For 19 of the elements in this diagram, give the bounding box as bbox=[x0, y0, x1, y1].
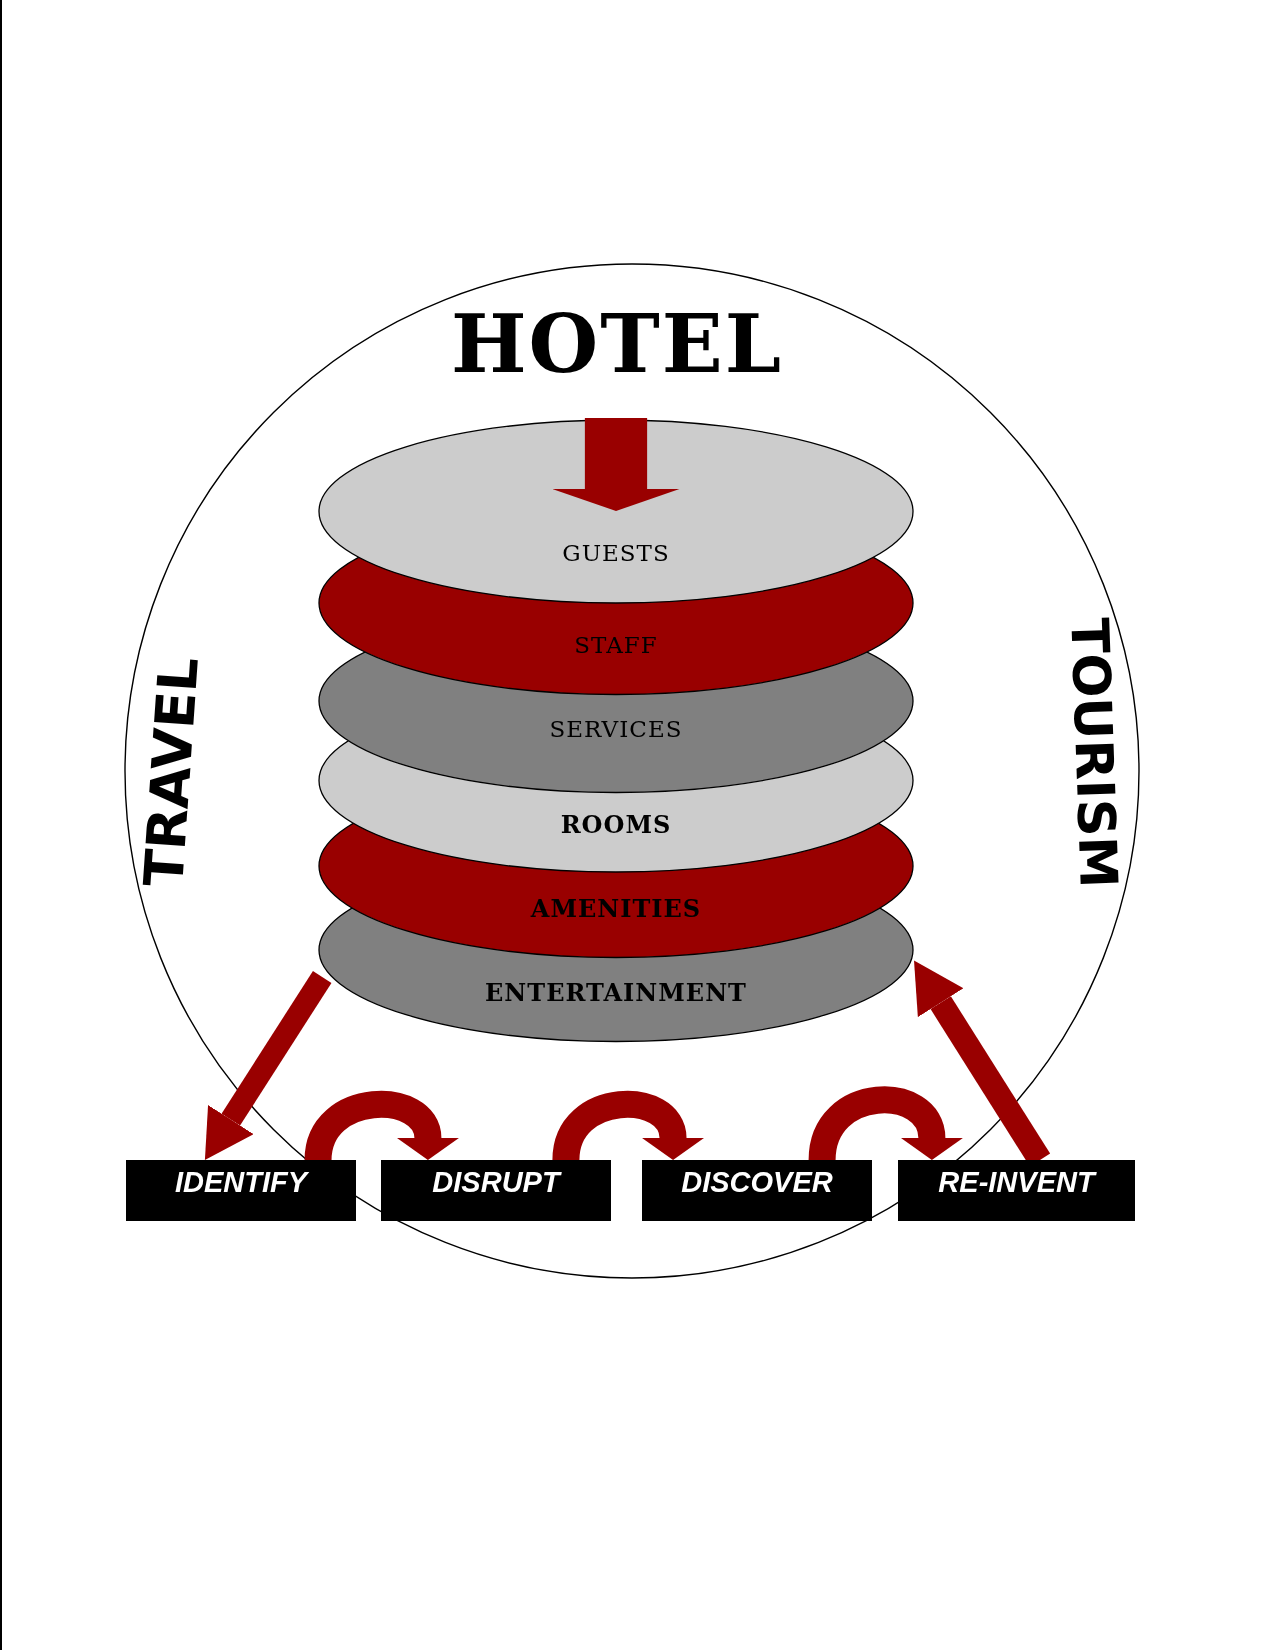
step-label: IDENTIFY bbox=[174, 1167, 308, 1197]
layer-label: AMENITIES bbox=[530, 897, 702, 921]
layer-label: SERVICES bbox=[549, 717, 683, 741]
arrow bbox=[204, 971, 332, 1160]
arrow bbox=[552, 418, 680, 511]
ellipse-layer bbox=[318, 418, 914, 604]
step-label: DISCOVER bbox=[681, 1167, 833, 1197]
step-box bbox=[898, 1160, 1135, 1221]
step-label: RE-INVENT bbox=[938, 1167, 1095, 1197]
side-label: TRAVEL bbox=[137, 655, 207, 889]
side-label: TOURISM bbox=[1063, 616, 1125, 890]
step-label: DISRUPT bbox=[432, 1167, 560, 1197]
curved-arrow bbox=[552, 1091, 704, 1162]
heading: HOTEL bbox=[451, 304, 783, 384]
layer-label: ENTERTAINMENT bbox=[485, 981, 747, 1005]
layer-label: STAFF bbox=[574, 633, 658, 657]
layer-label: ROOMS bbox=[560, 813, 672, 837]
layer-label: GUESTS bbox=[562, 541, 670, 565]
step-box bbox=[126, 1160, 356, 1221]
